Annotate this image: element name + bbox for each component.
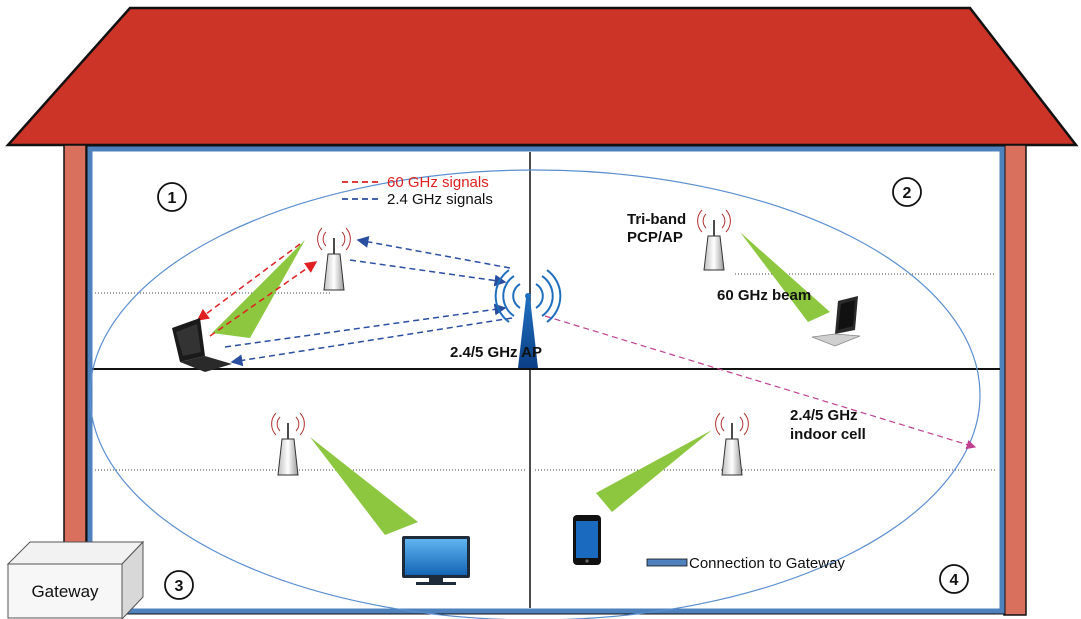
svg-text:4: 4 [950,572,959,589]
signal-24ghz-ap-to-router [356,236,511,269]
gateway-label: Gateway [31,582,99,601]
indoor-cell-boundary [89,169,981,619]
gateway-box-icon: Gateway [6,540,145,619]
ap-24ghz-label: 2.4/5 GHz AP [450,344,542,361]
signal-cell-to-room4 [544,315,977,450]
indoor-cell-label-line2: indoor cell [790,426,866,443]
legend-24ghz-text: 2.4 GHz signals [387,191,493,208]
beam-60ghz-label: 60 GHz beam [717,287,811,304]
beam-room2 [740,232,830,322]
signal-24ghz-router-to-ap [349,259,507,287]
house-frame [87,146,1005,614]
tri-band-label-line2: PCP/AP [627,229,683,246]
roof [5,6,1079,147]
svg-text:3: 3 [175,578,184,595]
legend-60ghz-text: 60 GHz signals [387,174,489,191]
phone-icon [573,515,601,565]
signal-24ghz-laptop-to-ap [224,303,507,348]
router-icon [697,209,731,271]
beam-room3 [310,437,418,535]
indoor-cell-label-line1: 2.4/5 GHz [790,407,858,424]
room-number-1: 1 [157,182,187,212]
tri-band-label-line1: Tri-band [627,211,686,228]
svg-text:2: 2 [903,185,912,202]
signal-60ghz-up [209,261,318,337]
signal-24ghz-ap-to-laptop [230,317,513,367]
router-icon [715,412,749,476]
room-number-3: 3 [164,570,194,600]
room-number-4: 4 [939,564,969,594]
legend-gateway-connection: Connection to Gateway [646,555,845,572]
room-number-2: 2 [892,177,922,207]
svg-text:1: 1 [168,190,177,207]
signal-60ghz-down [196,243,301,321]
router-icon [271,412,305,476]
beam-room4 [596,430,712,512]
right-pillar [1003,144,1027,616]
laptop-icon [811,296,861,347]
router-icon [317,227,351,291]
legend-signals: 60 GHz signals 2.4 GHz signals [342,174,493,208]
tv-icon [402,536,470,585]
legend-gateway-text: Connection to Gateway [689,555,845,572]
beam-room1 [212,240,305,338]
laptop-icon [172,318,232,372]
